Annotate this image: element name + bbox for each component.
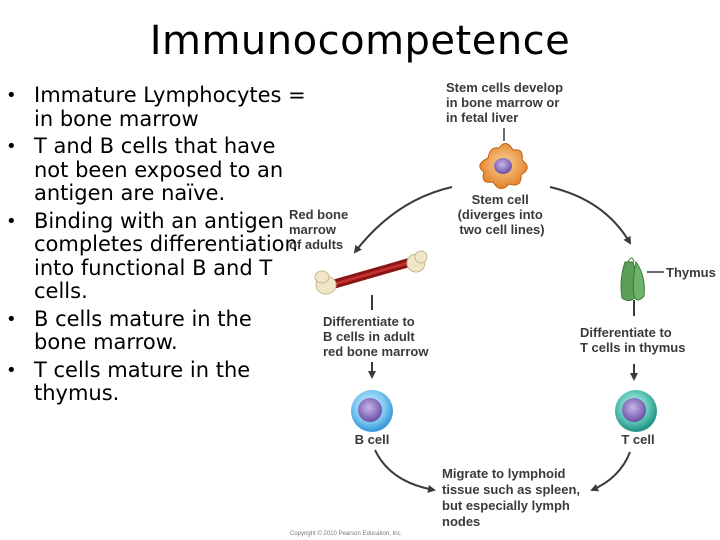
copyright-notice: Copyright © 2010 Pearson Education, Inc. [290,530,402,537]
thymus-icon [620,257,645,302]
bullet-item: • Binding with an antigen completes diffe… [6,208,306,304]
label-thymus: Thymus [666,265,716,280]
bullet-item: • T cells mature in the thymus. [6,357,306,406]
flow-arrow-b-to-lymph [374,449,436,493]
bullet-dot-icon: • [6,85,17,106]
flow-arrow-t-to-lymph [590,451,631,492]
bullet-list: • Immature Lymphocytes = in bone marrow •… [6,83,306,410]
label-b-cell: B cell [355,432,390,447]
bullet-text: Binding with an antigen completes differ… [34,208,298,303]
label-migrate: Migrate to lymphoid tissue such as splee… [442,466,584,529]
bullet-dot-icon: • [6,359,17,381]
bullet-dot-icon: • [6,136,17,157]
stem-cell-icon [479,143,528,189]
bullet-dot-icon: • [6,210,17,232]
bullet-item: • T and B cells that have not been expose… [6,134,306,206]
label-differentiate-t: Differentiate to T cells in thymus [580,325,685,355]
bullet-text: B cells mature in the bone marrow. [34,306,252,354]
bullet-item: • Immature Lymphocytes = in bone marrow [6,83,306,131]
bullet-text: Immature Lymphocytes = in bone marrow [34,83,306,131]
label-differentiate-b: Differentiate to B cells in adult red bo… [323,314,429,359]
bullet-item: • B cells mature in the bone marrow. [6,306,306,355]
bullet-text: T and B cells that have not been exposed… [34,134,284,205]
b-cell-icon [351,390,393,432]
bullet-text: T cells mature in the thymus. [34,357,251,405]
bone-icon [314,250,428,295]
flow-arrow-to-bone [353,186,453,254]
label-stem-cells-develop: Stem cells develop in bone marrow or in … [446,80,567,125]
label-stem-cell: Stem cell (diverges into two cell lines) [458,192,547,237]
flow-arrow-to-thymus [549,186,632,245]
label-t-cell: T cell [621,432,654,447]
page-title: Immunocompetence [149,18,571,64]
bullet-dot-icon: • [6,308,17,330]
label-red-bone-marrow: Red bone marrow of adults [289,207,352,252]
t-cell-icon [615,390,657,432]
